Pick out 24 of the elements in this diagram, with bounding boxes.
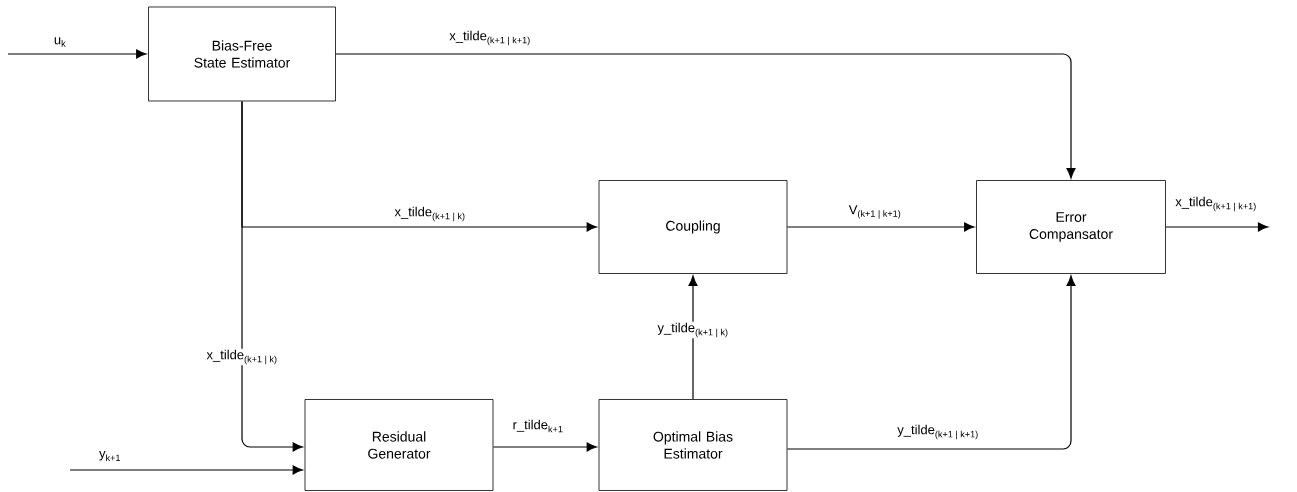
edge-label: $\text{x\_tilde}_{\text{(k+1 | k+1)}}$	[449, 30, 530, 46]
arrow	[786, 222, 975, 232]
arrow	[786, 275, 1076, 450]
arrow	[1165, 222, 1269, 232]
arrow	[335, 53, 1076, 179]
edge-label: $\text{x\_tilde}_{\text{(k+1 | k+1)}}$	[1175, 196, 1256, 212]
edge-label: $\text{x\_tilde}_{\text{(k+1 | k)}}$	[205, 348, 279, 366]
block-box: Optimal Bias Estimator	[598, 399, 788, 491]
arrow	[241, 100, 303, 452]
edge-label: $\text{V}_{\text{(k+1 | k+1)}}$	[848, 205, 901, 219]
edge-label: $\text{y}_{\text{k+1}}$	[99, 450, 121, 461]
block-box: Coupling	[598, 180, 788, 274]
block-box: Residual Generator	[304, 399, 494, 491]
block-box: Error Compansator	[976, 180, 1166, 274]
arrow	[688, 275, 698, 400]
edge-label: $\text{r\_tilde}_{\text{k+1}}$	[513, 419, 563, 433]
arrow	[7, 49, 147, 59]
block-box: Bias-Free State Estimator	[148, 6, 336, 102]
arrow	[69, 465, 303, 475]
edge-label: $\text{y\_tilde}_{\text{(k+1 | k)}}$	[656, 321, 730, 339]
edge-label: $\text{y\_tilde}_{\text{(k+1 | k+1)}}$	[897, 424, 978, 440]
arrow	[492, 442, 597, 452]
edge-label: $\text{u}_{\text{k}}$	[54, 37, 66, 47]
edge-label: $\text{x\_tilde}_{\text{(k+1 | k)}}$	[394, 206, 465, 222]
